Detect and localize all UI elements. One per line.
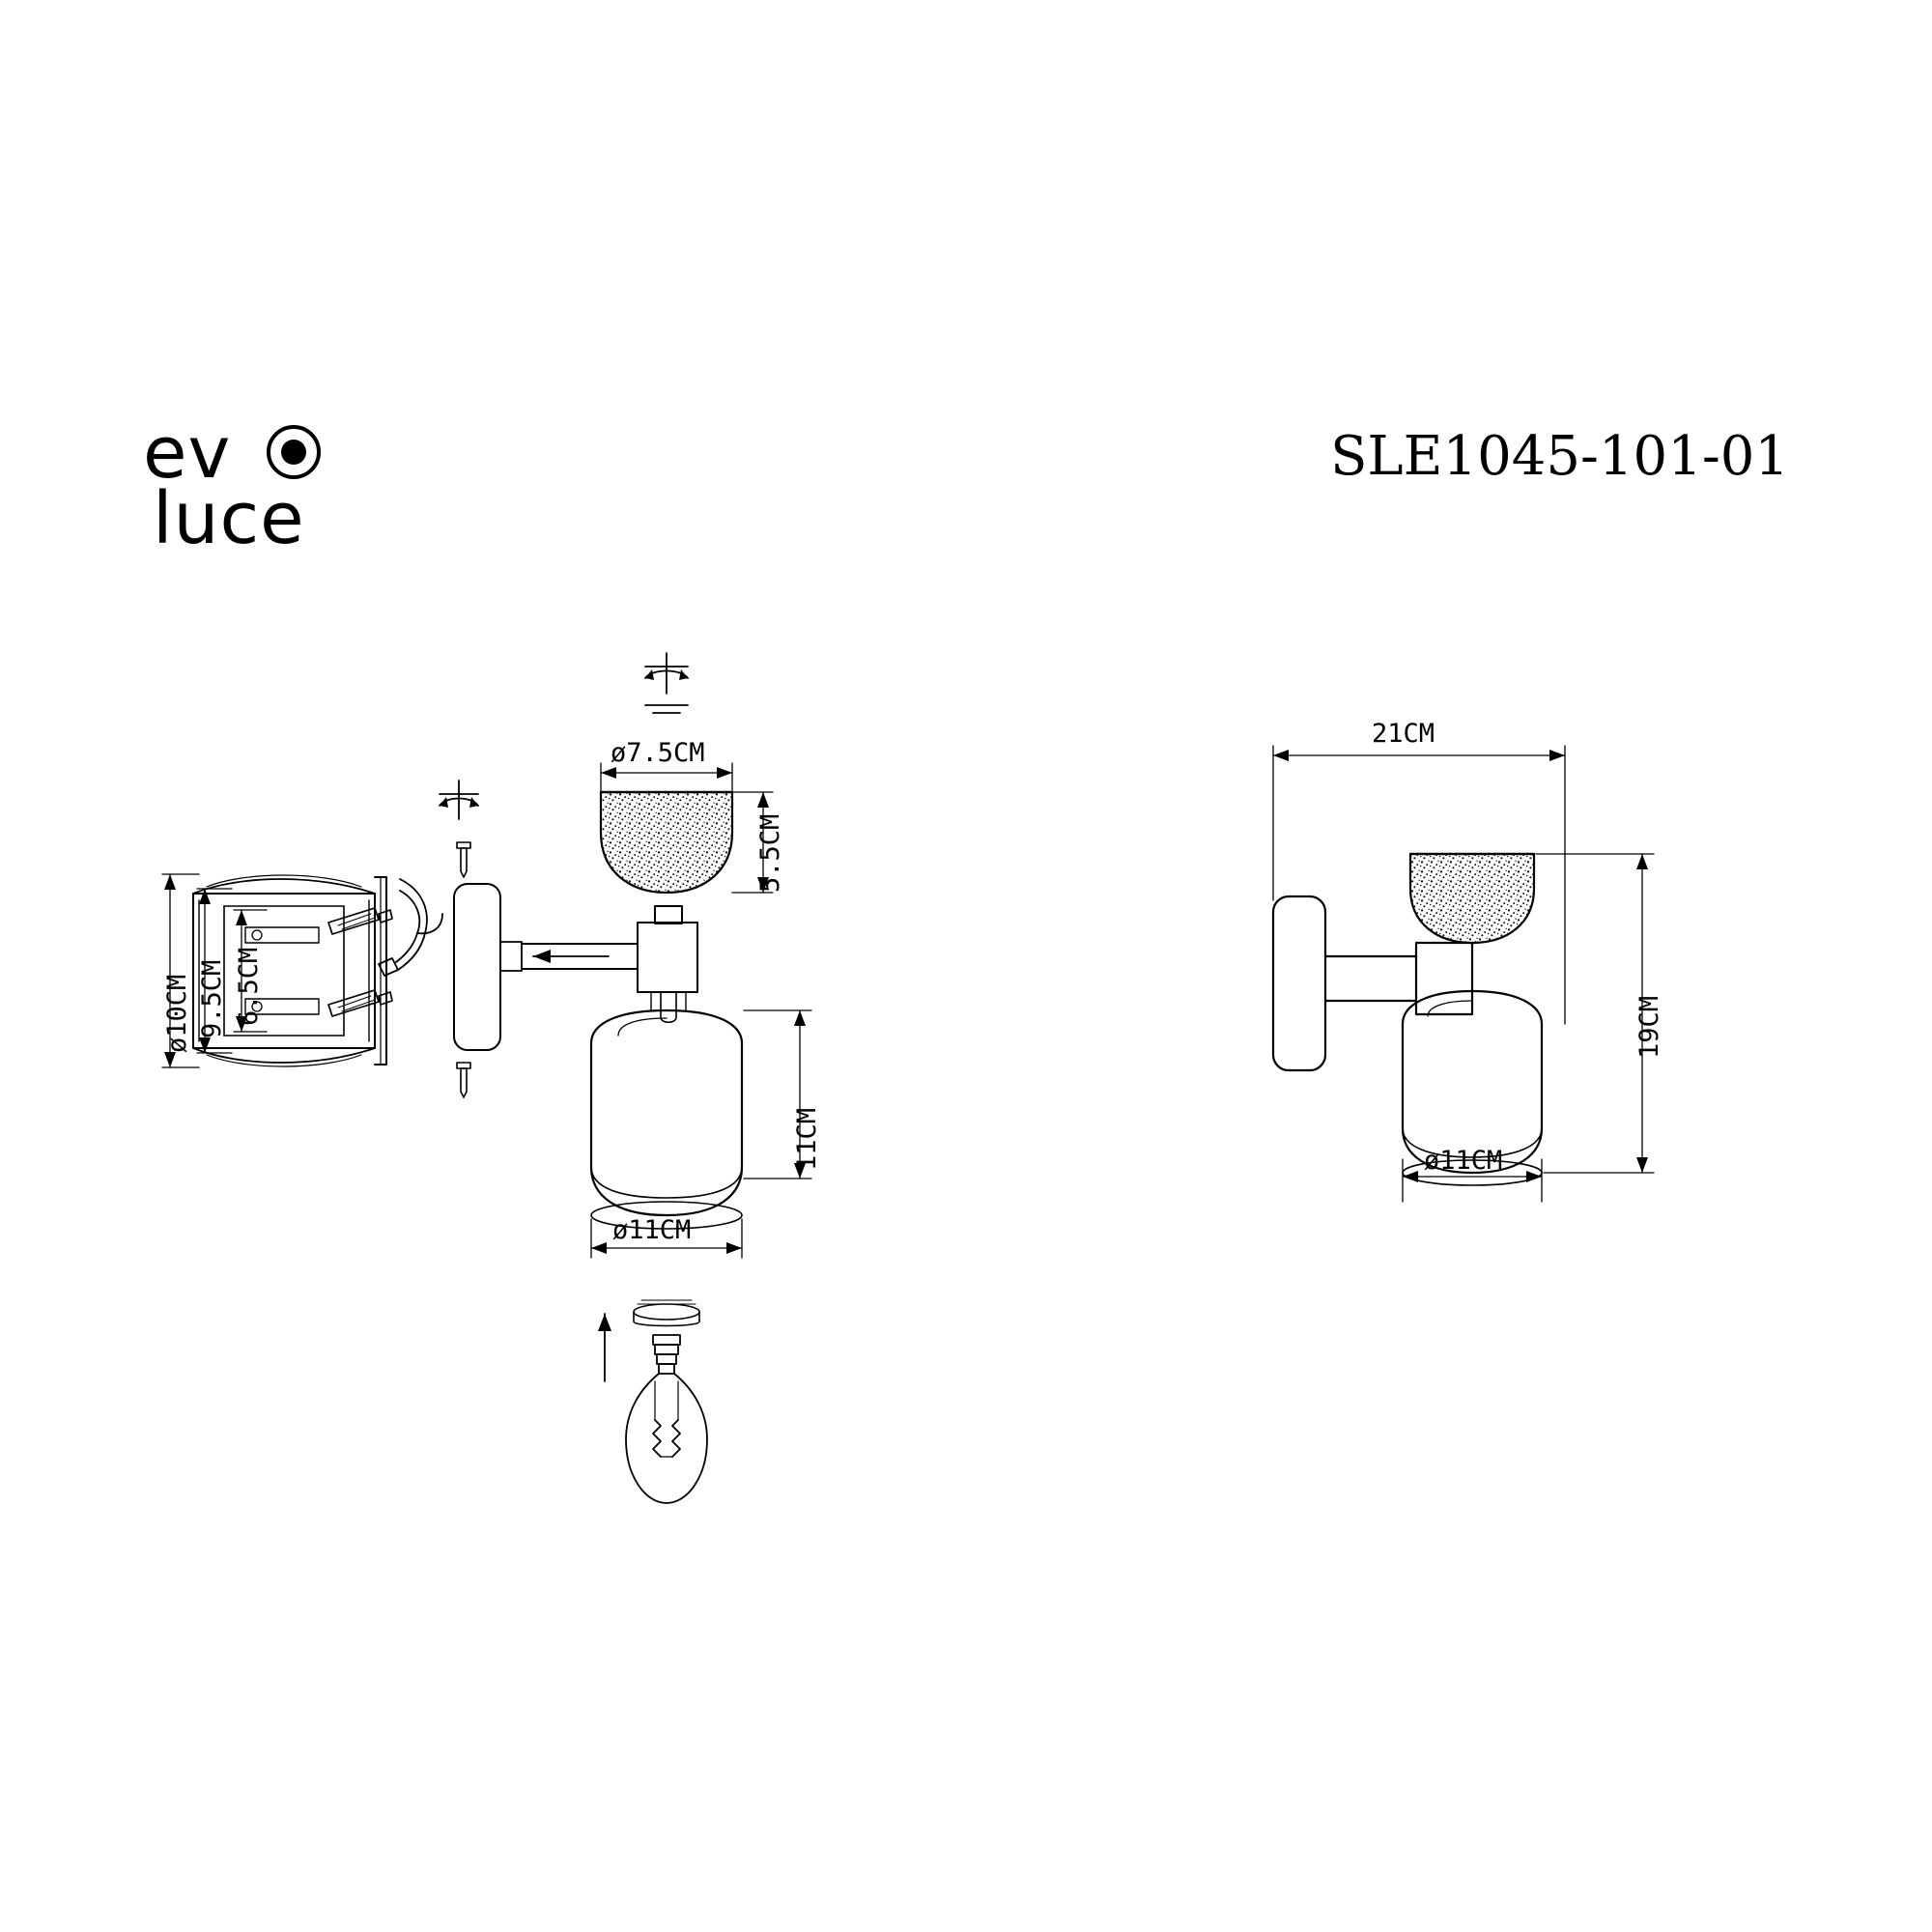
brand-logo-line2: luce [153, 477, 305, 560]
assembled-wall-plate [1271, 895, 1327, 1072]
e14-bulb [625, 1334, 708, 1504]
lamp-holder-ring [633, 1299, 700, 1327]
rotation-symbol-left [439, 780, 479, 820]
dim-label-overall-width: 21CM [1372, 719, 1435, 749]
assembly-arrow-up [598, 1313, 611, 1382]
brand-logo: ev luce [143, 412, 365, 560]
glass-shade-exploded [589, 1009, 744, 1230]
dim-label-overall-height: 19CM [1634, 995, 1664, 1059]
brand-logo-line1: ev [143, 412, 232, 495]
dim-label-plate-inner-span: 6.5CM [234, 947, 264, 1026]
wall-plate-group [453, 883, 523, 1051]
assembly-arrow-left [532, 950, 610, 963]
dim-label-shade-height: 11CM [792, 1107, 822, 1171]
assembled-arm [1323, 954, 1418, 1003]
dim-label-plate-screw-span: 9.5CM [197, 959, 227, 1038]
bottom-small-screw [456, 1062, 471, 1098]
dim-top-cup-dia [600, 762, 733, 797]
dim-label-shade-dia: ø11CM [612, 1215, 692, 1245]
dim-overall-width [1272, 745, 1566, 1025]
top-small-screw [456, 841, 471, 878]
assembled-joint [1414, 941, 1474, 1016]
dim-label-top-cup-height: 5.5CM [755, 813, 785, 893]
wall-anchor-group [378, 878, 443, 977]
mounting-screws-group [327, 907, 393, 1017]
circle-target-icon [267, 425, 321, 479]
support-arm-group [521, 943, 639, 970]
part-number: SLE1045-101-01 [1330, 425, 1789, 488]
dim-label-assembled-shade-dia: ø11CM [1424, 1146, 1503, 1176]
textured-top-cup [599, 790, 734, 895]
dim-label-top-cup-dia: ø7.5CM [611, 738, 705, 768]
assembled-top-cup [1408, 852, 1536, 945]
swivel-joint-block [637, 905, 698, 1024]
rotation-symbol-top [644, 652, 689, 714]
dim-label-plate-outer-dia: ø10CM [162, 974, 192, 1053]
